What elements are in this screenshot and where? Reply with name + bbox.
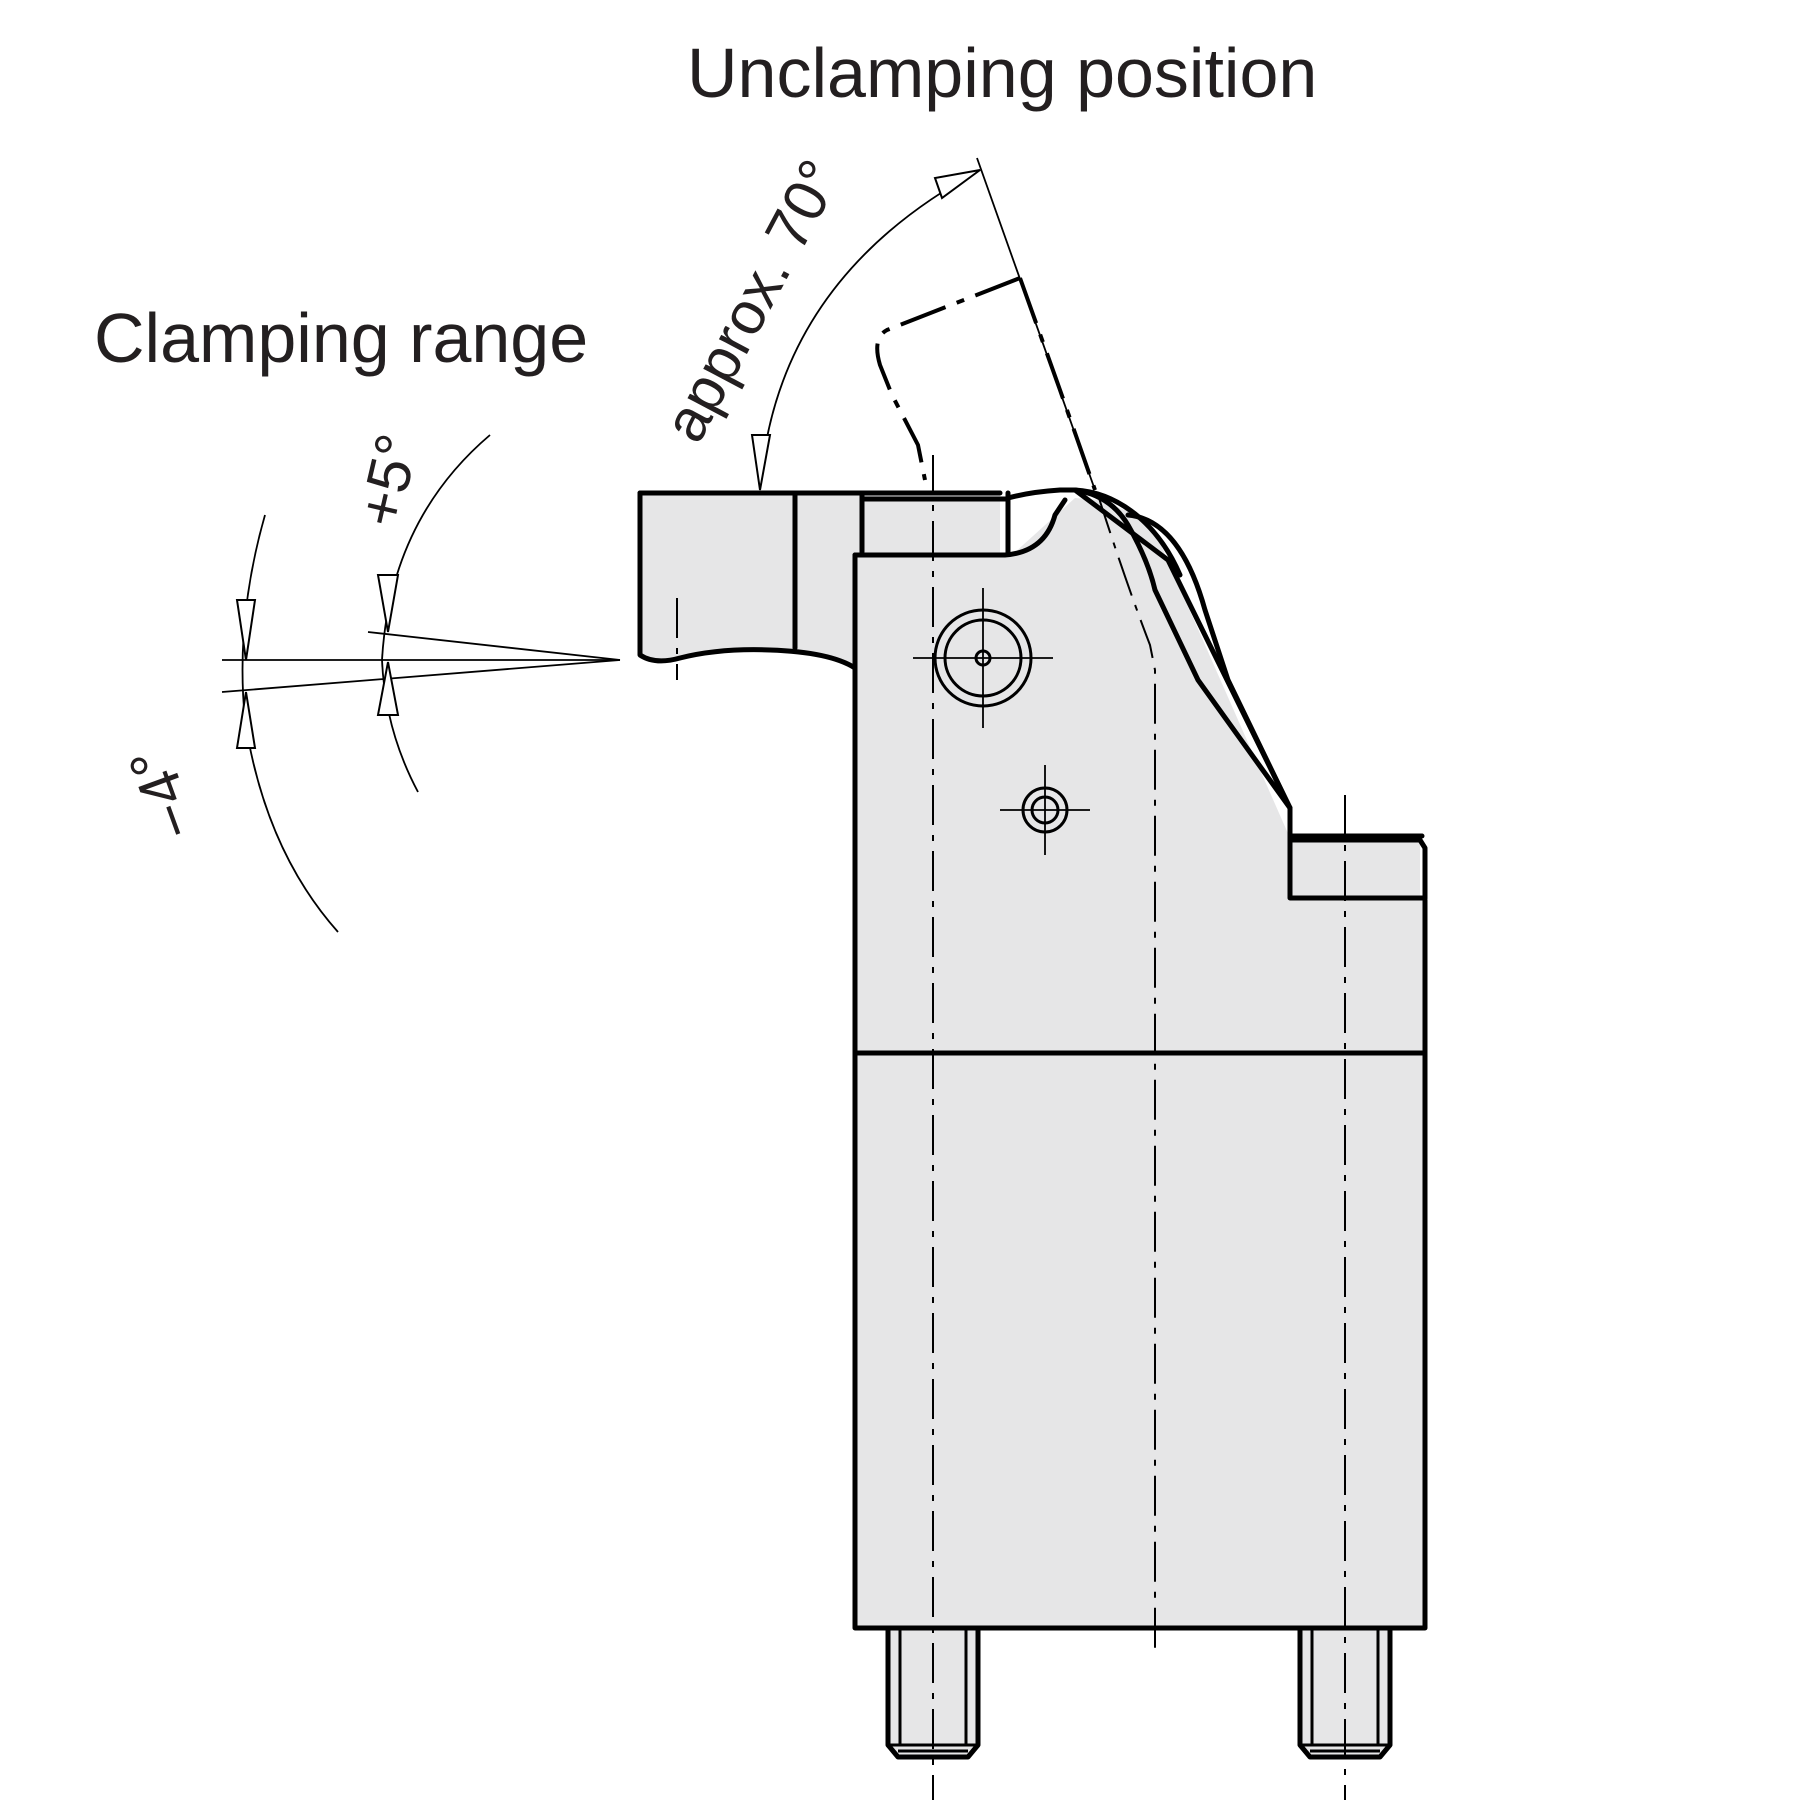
plus-angle-label: +5° xyxy=(345,428,431,533)
unclamping-angle-dimension xyxy=(750,169,981,491)
unclamping-phantom-arm xyxy=(875,157,1097,491)
center-lines xyxy=(676,455,1346,1800)
plus-arrow-top xyxy=(376,574,400,633)
unclamping-position-label: Unclamping position xyxy=(687,34,1317,112)
plus-arrow-bottom xyxy=(376,661,400,716)
fastener-holes xyxy=(913,588,1090,855)
clamp-body xyxy=(640,493,1425,1755)
small-hole xyxy=(1000,765,1090,855)
large-hole xyxy=(913,588,1053,728)
arc-arrow-bottom xyxy=(750,434,772,491)
clamp-outline xyxy=(637,487,1428,1760)
arc-arrow-top xyxy=(933,169,981,200)
minus-arrow-top xyxy=(235,599,257,661)
clamping-range-dimension xyxy=(221,434,621,933)
minus-arrow-bottom xyxy=(235,691,257,749)
clamping-range-label: Clamping range xyxy=(94,299,588,377)
approx-angle-label: approx. 70° xyxy=(650,149,854,452)
minus-angle-label: −4° xyxy=(116,739,211,849)
